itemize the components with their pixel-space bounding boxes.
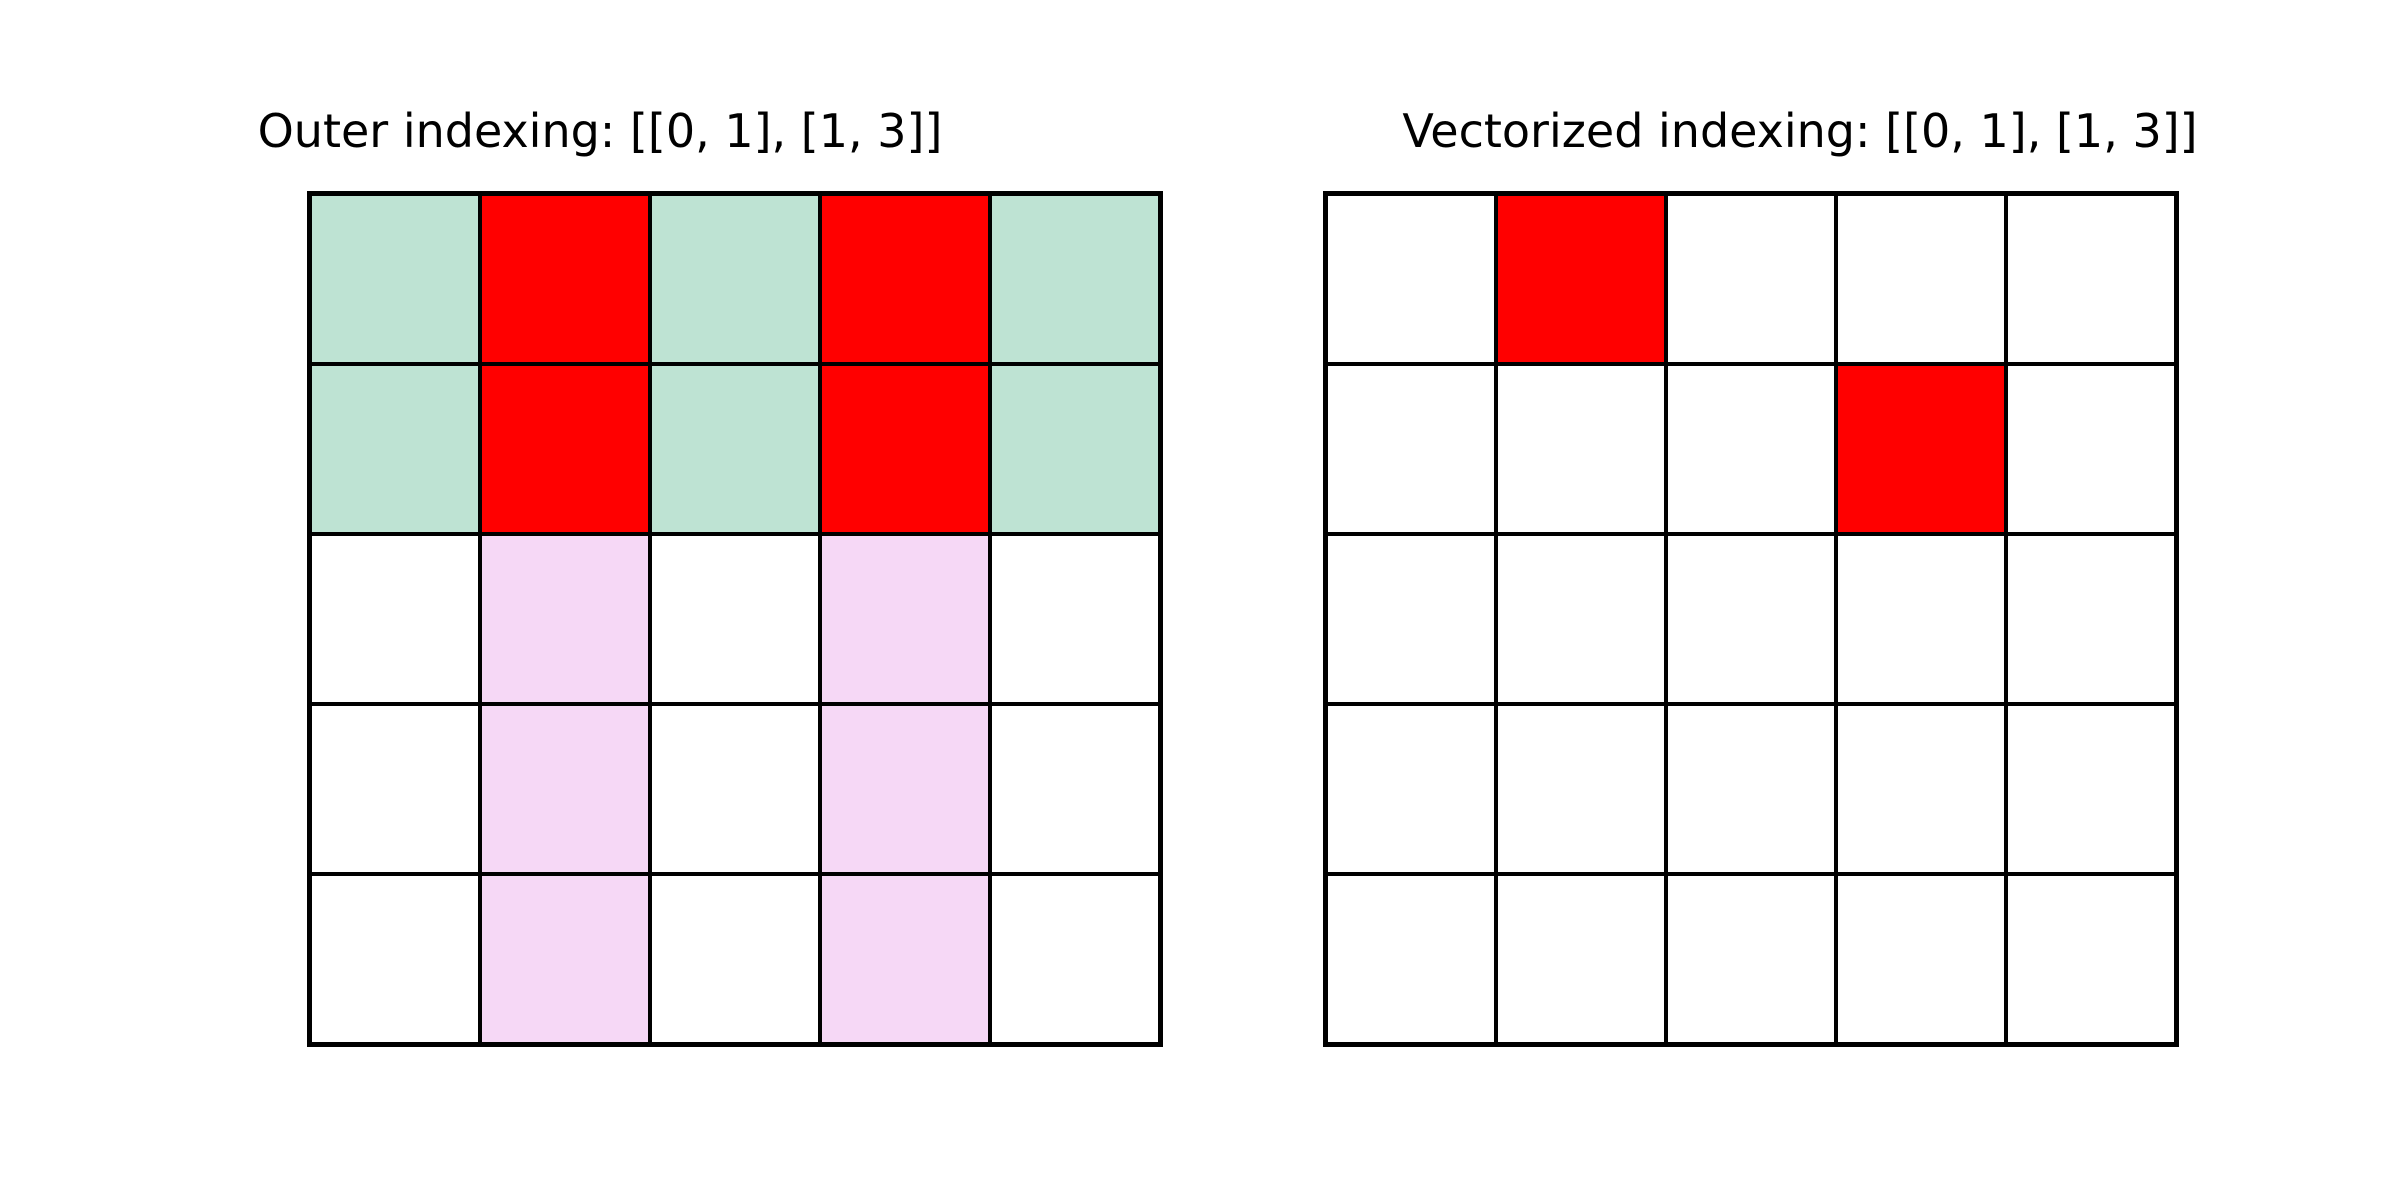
grid-cell-vectorized-indexing-r2-c3 — [1838, 536, 2004, 702]
grid-cell-vectorized-indexing-r4-c0 — [1328, 876, 1494, 1042]
grid-cell-vectorized-indexing-r3-c3 — [1838, 706, 2004, 872]
grid-cell-vectorized-indexing-r4-c2 — [1668, 876, 1834, 1042]
grid-cell-vectorized-indexing-r1-c0 — [1328, 366, 1494, 532]
grid-cell-outer-indexing-r2-c2 — [652, 536, 818, 702]
grid-cell-outer-indexing-r3-c3 — [822, 706, 988, 872]
grid-cell-outer-indexing-r4-c4 — [992, 876, 1158, 1042]
panel-outer-indexing: Outer indexing: [[0, 1], [1, 3]] — [257, 104, 1163, 1047]
grid-cell-outer-indexing-r2-c3 — [822, 536, 988, 702]
grid-outer-indexing — [307, 191, 1163, 1047]
grid-cell-vectorized-indexing-r1-c4 — [2008, 366, 2174, 532]
grid-cell-vectorized-indexing-r0-c3 — [1838, 196, 2004, 362]
grid-cell-outer-indexing-r0-c2 — [652, 196, 818, 362]
grid-cell-outer-indexing-r2-c0 — [312, 536, 478, 702]
grid-cell-vectorized-indexing-r1-c2 — [1668, 366, 1834, 532]
grid-cell-vectorized-indexing-r0-c1 — [1498, 196, 1664, 362]
grid-cell-outer-indexing-r3-c4 — [992, 706, 1158, 872]
grid-cell-vectorized-indexing-r1-c3 — [1838, 366, 2004, 532]
grid-cell-outer-indexing-r4-c2 — [652, 876, 818, 1042]
grid-cell-vectorized-indexing-r0-c0 — [1328, 196, 1494, 362]
grid-cell-vectorized-indexing-r2-c0 — [1328, 536, 1494, 702]
panel-title-outer-indexing: Outer indexing: [[0, 1], [1, 3]] — [257, 104, 943, 158]
grid-vectorized-indexing — [1323, 191, 2179, 1047]
grid-cell-outer-indexing-r1-c2 — [652, 366, 818, 532]
grid-cell-vectorized-indexing-r2-c1 — [1498, 536, 1664, 702]
grid-cell-outer-indexing-r0-c1 — [482, 196, 648, 362]
grid-cell-vectorized-indexing-r3-c0 — [1328, 706, 1494, 872]
grid-cell-vectorized-indexing-r4-c1 — [1498, 876, 1664, 1042]
grid-cell-outer-indexing-r0-c0 — [312, 196, 478, 362]
grid-cell-outer-indexing-r1-c4 — [992, 366, 1158, 532]
grid-cell-outer-indexing-r4-c1 — [482, 876, 648, 1042]
grid-cell-vectorized-indexing-r1-c1 — [1498, 366, 1664, 532]
grid-cell-vectorized-indexing-r3-c1 — [1498, 706, 1664, 872]
grid-cell-vectorized-indexing-r3-c2 — [1668, 706, 1834, 872]
grid-cell-vectorized-indexing-r0-c2 — [1668, 196, 1834, 362]
grid-cell-vectorized-indexing-r3-c4 — [2008, 706, 2174, 872]
grid-cell-outer-indexing-r2-c4 — [992, 536, 1158, 702]
grid-cell-outer-indexing-r1-c3 — [822, 366, 988, 532]
grid-cell-outer-indexing-r3-c2 — [652, 706, 818, 872]
grid-cell-outer-indexing-r0-c4 — [992, 196, 1158, 362]
panel-title-vectorized-indexing: Vectorized indexing: [[0, 1], [1, 3]] — [1402, 104, 2198, 158]
grid-cell-vectorized-indexing-r2-c2 — [1668, 536, 1834, 702]
grid-cell-outer-indexing-r4-c3 — [822, 876, 988, 1042]
grid-cell-outer-indexing-r1-c0 — [312, 366, 478, 532]
grid-cell-outer-indexing-r3-c1 — [482, 706, 648, 872]
grid-cell-outer-indexing-r1-c1 — [482, 366, 648, 532]
grid-cell-vectorized-indexing-r2-c4 — [2008, 536, 2174, 702]
grid-cell-outer-indexing-r0-c3 — [822, 196, 988, 362]
grid-cell-outer-indexing-r3-c0 — [312, 706, 478, 872]
grid-cell-outer-indexing-r4-c0 — [312, 876, 478, 1042]
grid-cell-outer-indexing-r2-c1 — [482, 536, 648, 702]
grid-cell-vectorized-indexing-r0-c4 — [2008, 196, 2174, 362]
grid-cell-vectorized-indexing-r4-c3 — [1838, 876, 2004, 1042]
grid-cell-vectorized-indexing-r4-c4 — [2008, 876, 2174, 1042]
panel-vectorized-indexing: Vectorized indexing: [[0, 1], [1, 3]] — [1200, 0, 2400, 1200]
